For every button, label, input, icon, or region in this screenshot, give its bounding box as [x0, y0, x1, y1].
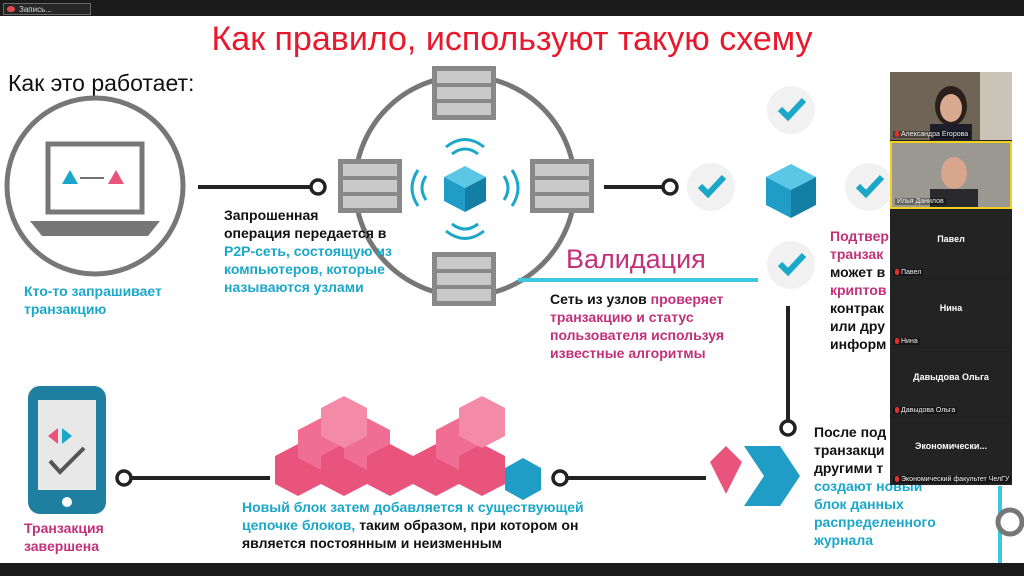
- caption-line: компьютеров, которые: [224, 261, 385, 277]
- mic-muted-icon: [895, 131, 899, 137]
- caption-line: Новый блок затем добавляется к существую…: [242, 499, 584, 515]
- participant-tile[interactable]: Давыдова Ольга Давыдова Ольга: [890, 348, 1012, 416]
- mic-muted-icon: [895, 476, 899, 482]
- recording-indicator[interactable]: Запись...: [3, 3, 91, 15]
- blue-cube-icon-large: [766, 164, 816, 218]
- participant-name: Нина: [893, 338, 920, 345]
- participant-name-text: Нина: [901, 338, 918, 345]
- laptop-icon: [4, 95, 186, 277]
- slide-title: Как правило, используют такую схему: [211, 20, 813, 58]
- participant-name: Экономический факультет ЧелГУ: [893, 476, 1012, 483]
- participant-name-text: Экономический факультет ЧелГУ: [901, 476, 1010, 483]
- mic-muted-icon: [895, 269, 899, 275]
- participant-tile[interactable]: Экономически... Экономический факультет …: [890, 417, 1012, 485]
- participant-title: Нина: [939, 303, 963, 313]
- shared-screen-slide: Как правило, используют такую схему Как …: [0, 16, 1024, 563]
- participant-tile-active[interactable]: Илья Данилов: [890, 141, 1012, 209]
- caption-line: блок данных: [814, 496, 904, 512]
- caption-text: проверяет: [650, 291, 724, 307]
- step4-caption: Подтвер транзак может в криптов контрак …: [830, 227, 889, 353]
- caption-line: пользователя используя: [550, 327, 725, 343]
- mic-muted-icon: [895, 338, 899, 344]
- caption-line: называются узлами: [224, 279, 364, 295]
- bottom-toolbar: [0, 563, 1024, 576]
- participant-name: Илья Данилов: [895, 198, 946, 205]
- caption-line: После под: [814, 424, 887, 440]
- caption-line: распределенного: [814, 514, 936, 530]
- caption-text: таким образом, при котором он: [359, 517, 579, 533]
- participant-tile[interactable]: Александра Егорова: [890, 72, 1012, 140]
- caption-line: Подтвер: [830, 228, 889, 244]
- diagram-graphics: [4, 66, 1024, 563]
- caption-text: Сеть из узлов: [550, 291, 651, 307]
- caption-line: криптов: [830, 282, 887, 298]
- participant-name: Павел: [893, 269, 924, 276]
- participant-title: Павел: [937, 234, 965, 244]
- step2-caption: Запрошенная операция передается в P2P-се…: [224, 206, 392, 296]
- caption-line: транзакцию: [24, 301, 107, 317]
- caption-line: информ: [830, 336, 887, 352]
- caption-line: другими т: [814, 460, 884, 476]
- participant-name-text: Павел: [901, 269, 922, 276]
- step6-caption: Новый блок затем добавляется к существую…: [242, 498, 584, 552]
- caption-line: операция передается в: [224, 225, 387, 241]
- caption-line: Транзакция: [24, 520, 104, 536]
- participant-name-text: Александра Егорова: [901, 131, 969, 138]
- caption-line: P2P-сеть, состоящую из: [224, 243, 392, 259]
- participant-name: Александра Егорова: [893, 131, 971, 138]
- caption-line: транзакци: [814, 442, 885, 458]
- caption-line: контрак: [830, 300, 885, 316]
- caption-line: является постоянным и неизменным: [242, 535, 503, 551]
- caption-line: может в: [830, 264, 886, 280]
- step3-caption: Сеть из узлов проверяет транзакцию и ста…: [550, 290, 724, 362]
- caption-text: цепочке блоков,: [242, 517, 360, 533]
- caption-line: транзакцию и статус: [550, 309, 694, 325]
- participant-title: Давыдова Ольга: [913, 372, 989, 382]
- slide-subtitle: Как это работает:: [8, 70, 195, 96]
- caption-line: журнала: [814, 532, 874, 548]
- mic-muted-icon: [895, 407, 899, 413]
- participant-video: [890, 72, 1012, 140]
- cloud-record-icon: [7, 6, 15, 12]
- step5-caption: После под транзакци другими т создают но…: [814, 423, 936, 549]
- validation-underline: [518, 278, 758, 282]
- participant-name: Давыдова Ольга: [893, 407, 958, 414]
- caption-line: Кто-то запрашивает: [24, 283, 162, 299]
- phone-icon: [28, 386, 106, 514]
- step7-caption: Транзакция завершена: [24, 519, 104, 555]
- participant-name-text: Давыдова Ольга: [901, 407, 956, 414]
- participant-title: Экономически...: [915, 441, 987, 451]
- caption-line: завершена: [24, 538, 100, 554]
- participant-video: [892, 143, 1010, 207]
- participant-tile[interactable]: Павел Павел: [890, 210, 1012, 278]
- step1-caption: Кто-то запрашивает транзакцию: [24, 282, 162, 318]
- participant-tile[interactable]: Нина Нина: [890, 279, 1012, 347]
- participants-panel: Александра Егорова Илья Данилов Павел Па…: [890, 72, 1012, 485]
- caption-line: или дру: [830, 318, 886, 334]
- caption-line: Запрошенная: [224, 207, 319, 223]
- top-toolbar: Запись...: [0, 0, 1024, 16]
- block-cubes: [275, 396, 541, 500]
- caption-line: известные алгоритмы: [550, 345, 706, 361]
- blue-cube-icon: [444, 166, 486, 212]
- validation-title: Валидация: [566, 244, 706, 274]
- chain-arrow-icon: [710, 446, 800, 506]
- caption-line: транзак: [830, 246, 884, 262]
- recording-label: Запись...: [19, 4, 52, 14]
